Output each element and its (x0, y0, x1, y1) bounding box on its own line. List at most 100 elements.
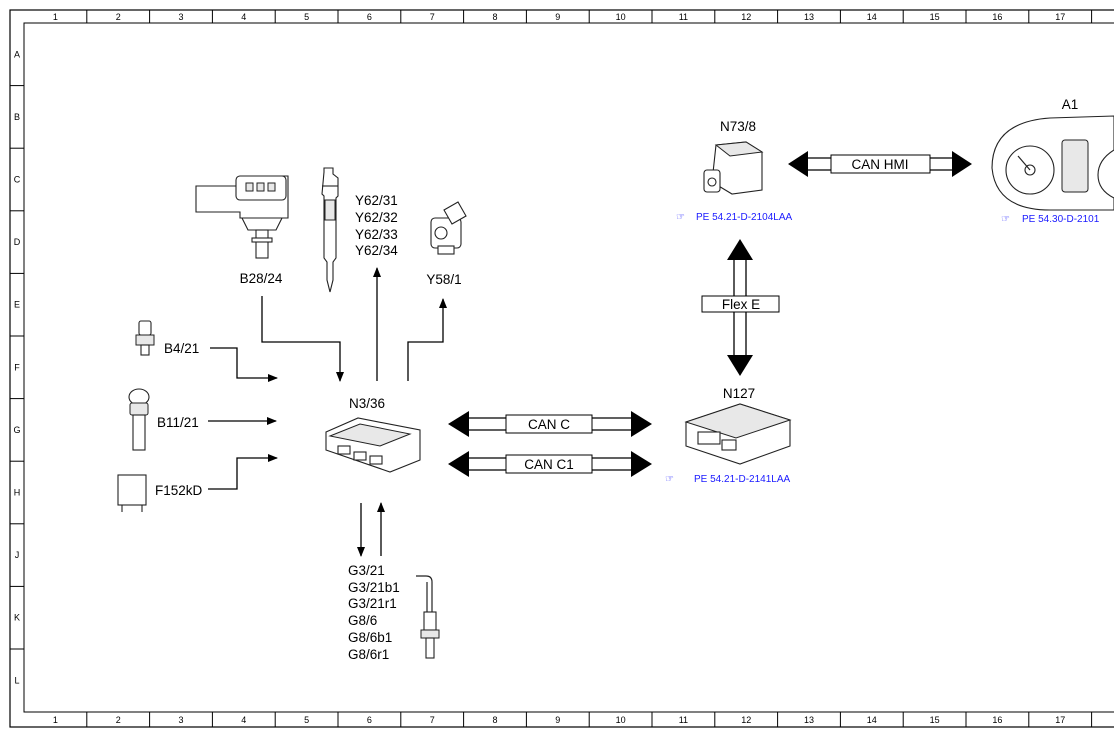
pointing-hand-icon: ☞ (665, 474, 674, 485)
injector-y62-symbol (321, 167, 339, 293)
oxygen-sensor-symbol (416, 575, 440, 659)
grid-column-number: 11 (679, 715, 688, 725)
grid-row-letter: C (14, 175, 21, 185)
bus-label-flex-e: Flex E (722, 297, 760, 312)
grid-column-number: 9 (555, 715, 560, 725)
signal-wires (208, 267, 447, 557)
grid-row-letter: D (14, 237, 21, 247)
grid-column-number: 17 (1055, 12, 1065, 22)
reference-n73-8[interactable]: ☞ PE 54.21-D-2104LAA (676, 212, 793, 223)
label-y62-31: Y62/31 (355, 193, 398, 208)
reference-link-a1[interactable]: PE 54.30-D-2101 (1022, 214, 1100, 225)
grid-column-number: 4 (241, 12, 246, 22)
label-n3-36: N3/36 (349, 396, 385, 411)
label-f152kd: F152kD (155, 483, 203, 498)
module-n127-symbol (684, 403, 792, 465)
grid-column-number: 9 (555, 12, 560, 22)
valve-y58-1-symbol (430, 201, 467, 255)
pointing-hand-icon: ☞ (676, 212, 685, 223)
label-a1: A1 (1062, 97, 1079, 112)
grid-column-number: 8 (492, 715, 497, 725)
grid-column-number: 12 (741, 715, 751, 725)
grid-column-number: 15 (930, 12, 940, 22)
sensor-b28-24-symbol (195, 175, 289, 259)
bus-can-c: CAN C (448, 411, 652, 437)
wire-f152kd (208, 454, 278, 490)
bus-can-hmi: CAN HMI (788, 151, 972, 177)
grid-column-number: 15 (930, 715, 940, 725)
grid-column-number: 11 (679, 12, 688, 22)
reference-a1[interactable]: ☞ PE 54.30-D-2101 (1001, 214, 1100, 225)
grid-column-number: 16 (992, 715, 1002, 725)
label-y62-34: Y62/34 (355, 243, 398, 258)
label-g8-6: G8/6 (348, 613, 377, 628)
grid-column-number: 1 (53, 715, 58, 725)
instrument-cluster-a1-symbol (991, 115, 1114, 211)
label-n73-8: N73/8 (720, 119, 756, 134)
bus-label-can-hmi: CAN HMI (852, 157, 909, 172)
grid-column-number: 10 (616, 715, 626, 725)
grid-column-number: 3 (178, 12, 183, 22)
label-n127: N127 (723, 386, 755, 401)
grid-column-number: 17 (1055, 715, 1065, 725)
bus-label-can-c1: CAN C1 (524, 457, 574, 472)
bus-can-c1: CAN C1 (448, 451, 652, 477)
wire-b28-24 (261, 296, 344, 382)
grid-row-letter: B (14, 112, 20, 122)
grid-column-number: 7 (430, 12, 435, 22)
label-g3-21b1: G3/21b1 (348, 580, 400, 595)
bus-flex-e: Flex E (701, 239, 780, 376)
grid-column-number: 3 (178, 715, 183, 725)
label-b4-21: B4/21 (164, 341, 199, 356)
reference-link-n127[interactable]: PE 54.21-D-2141LAA (694, 474, 791, 485)
reference-link-n73-8[interactable]: PE 54.21-D-2104LAA (696, 212, 793, 223)
label-y58-1: Y58/1 (426, 272, 461, 287)
label-g3-21r1: G3/21r1 (348, 596, 397, 611)
grid-column-number: 5 (304, 12, 309, 22)
label-y62-32: Y62/32 (355, 210, 398, 225)
grid-row-letter: L (14, 675, 19, 685)
grid-column-number: 6 (367, 715, 372, 725)
label-g8-6b1: G8/6b1 (348, 630, 392, 645)
grid-column-number: 14 (867, 12, 877, 22)
grid-column-number: 1 (53, 12, 58, 22)
grid-row-letter: A (14, 49, 20, 59)
grid-row-letter: F (14, 362, 20, 372)
label-y62-33: Y62/33 (355, 227, 398, 242)
label-b28-24: B28/24 (240, 271, 283, 286)
grid-column-number: 10 (616, 12, 626, 22)
label-b11-21: B11/21 (157, 415, 199, 430)
grid-rows-left: A B C D E F G H J K L (10, 49, 24, 685)
grid-column-number: 14 (867, 715, 877, 725)
grid-column-number: 7 (430, 715, 435, 725)
reference-n127[interactable]: ☞ PE 54.21-D-2141LAA (665, 474, 791, 485)
grid-row-letter: K (14, 613, 20, 623)
grid-row-letter: E (14, 300, 20, 310)
grid-column-number: 16 (992, 12, 1002, 22)
module-n73-8-symbol (703, 141, 764, 195)
sensor-b4-21-symbol (135, 320, 155, 356)
label-g3-21: G3/21 (348, 563, 385, 578)
grid-column-number: 12 (741, 12, 751, 22)
grid-column-number: 13 (804, 12, 814, 22)
bus-label-can-c: CAN C (528, 417, 570, 432)
grid-row-letter: J (15, 550, 20, 560)
ecu-n3-36-symbol (325, 417, 421, 473)
grid-column-number: 8 (492, 12, 497, 22)
grid-column-number: 6 (367, 12, 372, 22)
wire-y58-1 (407, 298, 447, 381)
pointing-hand-icon: ☞ (1001, 214, 1010, 225)
grid-column-number: 13 (804, 715, 814, 725)
grid-column-number: 5 (304, 715, 309, 725)
fuse-f152kd-symbol (117, 474, 147, 512)
grid-column-number: 2 (116, 12, 121, 22)
grid-row-letter: G (13, 425, 20, 435)
grid-row-letter: H (14, 488, 21, 498)
sensor-b11-21-symbol (128, 388, 150, 451)
wire-b4-21 (210, 347, 278, 382)
grid-column-number: 2 (116, 715, 121, 725)
